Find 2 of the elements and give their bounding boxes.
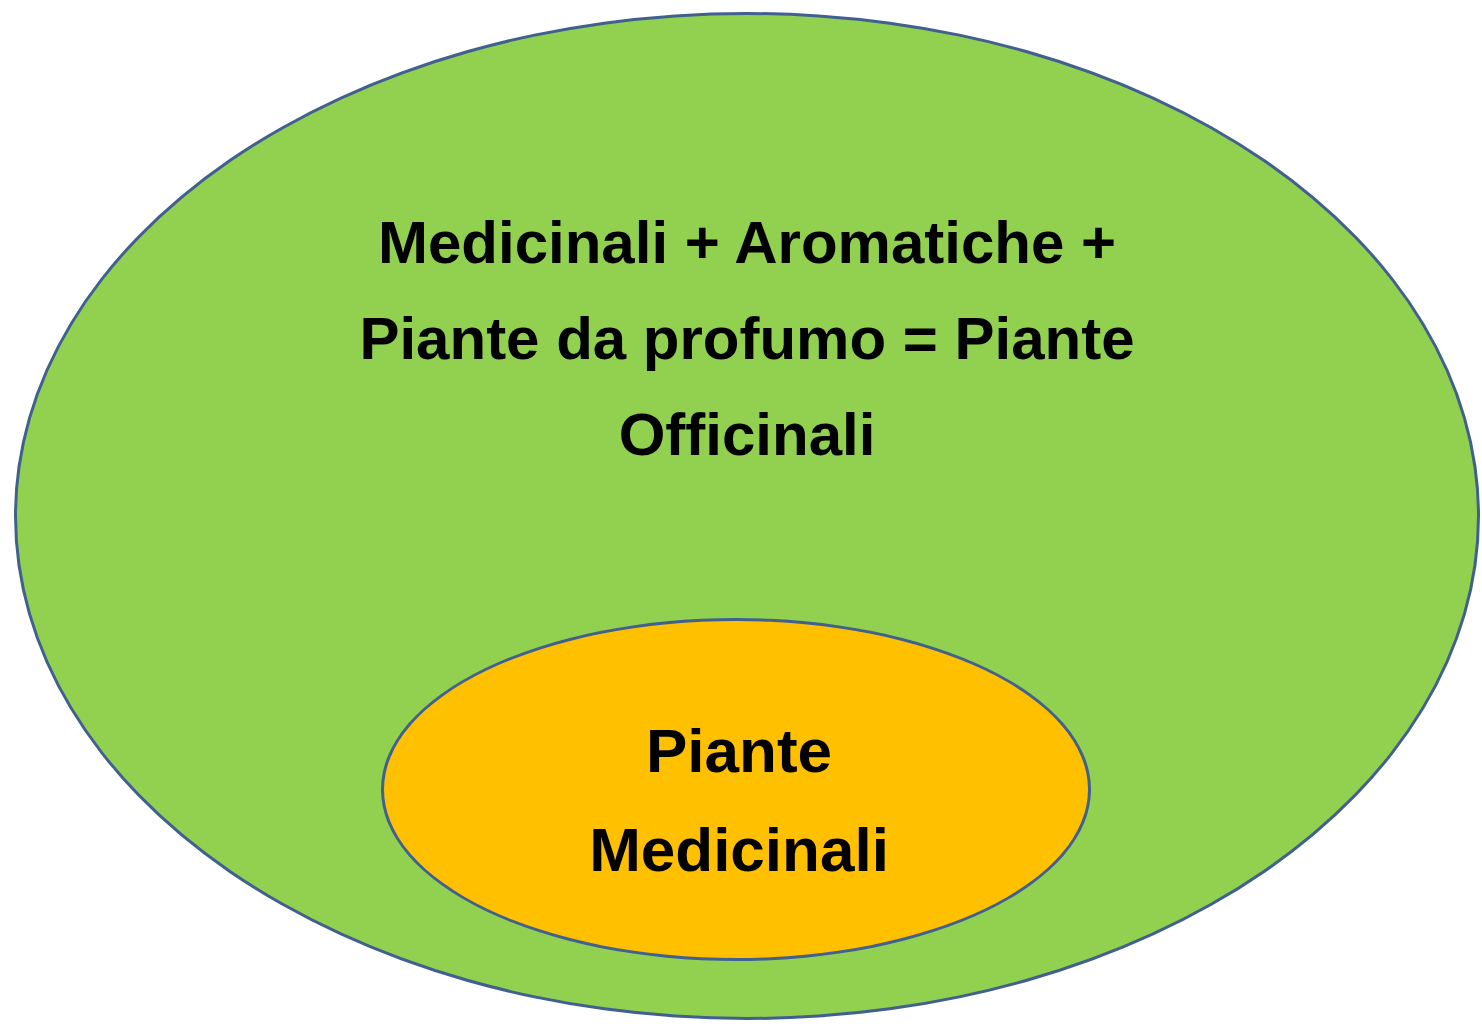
ellipse-label: Piante Medicinali — [588, 715, 890, 887]
ellipse-label: Medicinali + Aromatiche + Piante da profumo = Piante Officinali — [358, 208, 1136, 470]
